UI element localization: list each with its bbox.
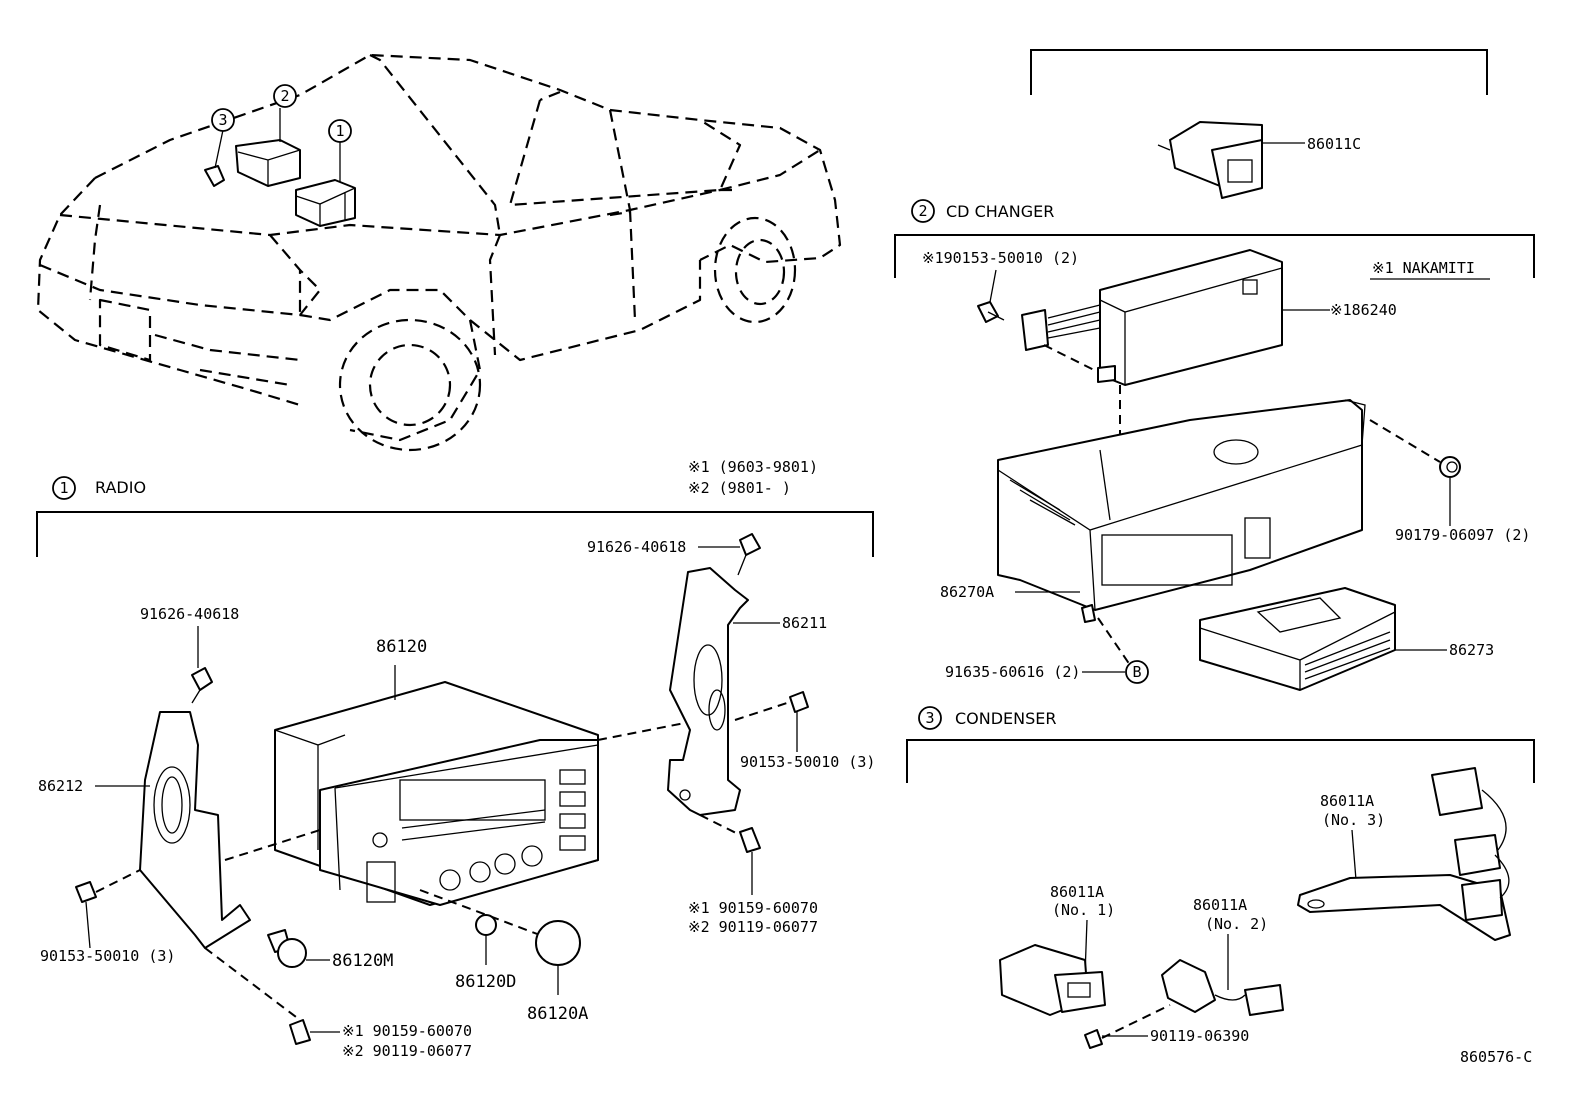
callout-number: 1	[59, 479, 68, 497]
vehicle-outline: 1 2 3	[36, 53, 842, 452]
callout-circle-3	[211, 108, 235, 132]
callout-number: 1	[335, 122, 344, 140]
callout-circle-2	[273, 84, 297, 108]
part-number: 86120M	[332, 951, 393, 971]
callout-number: 3	[218, 111, 227, 129]
part-number: 90179-06097 (2)	[1395, 526, 1530, 544]
diagram-code: 860576-C	[1460, 1048, 1532, 1066]
legend-line-1: ※1 (9603-9801)	[688, 458, 818, 476]
part-sub-label: (No. 2)	[1205, 915, 1268, 933]
callout-circle-3	[918, 706, 942, 730]
part-number: 86120D	[455, 972, 516, 992]
section-title-condenser: CONDENSER	[955, 709, 1057, 728]
callout-letter: B	[1132, 663, 1141, 681]
part-number: 90153-50010 (3)	[40, 947, 175, 965]
part-number: ※2 90119-06077	[342, 1042, 472, 1060]
part-number: ※1 90159-60070	[688, 899, 818, 917]
part-number: 90153-50010 (3)	[740, 753, 875, 771]
part-number: 90119-06390	[1150, 1027, 1249, 1045]
callout-number: 3	[925, 709, 934, 727]
part-number: 86011C	[1307, 135, 1361, 153]
legend-line-2: ※2 (9801- )	[688, 479, 791, 497]
callout-number: 2	[918, 202, 927, 220]
callout-circle-b	[1125, 660, 1149, 684]
part-sub-label: (No. 3)	[1322, 811, 1385, 829]
part-number: 86270A	[940, 583, 994, 601]
part-number: 86011A	[1050, 883, 1104, 901]
part-number: 86120	[376, 637, 427, 657]
callout-circle-2	[911, 199, 935, 223]
section-title-radio: RADIO	[95, 478, 146, 497]
note-nakamiti: ※1 NAKAMITI	[1372, 259, 1475, 277]
part-number: 86011A	[1320, 792, 1374, 810]
part-number: 91626-40618	[587, 538, 686, 556]
callout-number: 2	[280, 87, 289, 105]
part-number: ※190153-50010 (2)	[922, 249, 1079, 267]
part-sub-label: (No. 1)	[1052, 901, 1115, 919]
condenser-section: 3 CONDENSER 86011A (No. 3) 86011A (No. 1…	[906, 706, 1535, 1049]
part-number: 86120A	[527, 1004, 588, 1024]
callout-circle-1	[328, 119, 352, 143]
part-number: 86273	[1449, 641, 1494, 659]
part-number: 91626-40618	[140, 605, 239, 623]
part-number: 86211	[782, 614, 827, 632]
cd-changer-section: 2 CD CHANGER ※190153-50010 (2) ※1 NAKAMI…	[894, 199, 1535, 691]
callout-circle-1	[52, 476, 76, 500]
part-number: ※1 90159-60070	[342, 1022, 472, 1040]
section-title-cd-changer: CD CHANGER	[946, 202, 1054, 221]
radio-section: 1 RADIO ※1 (9603-9801) ※2 (9801- ) 86120…	[36, 458, 875, 1060]
relay-group-86011c: 86011C	[1030, 49, 1488, 199]
part-number: 86011A	[1193, 896, 1247, 914]
part-number: 86212	[38, 777, 83, 795]
part-number: ※2 90119-06077	[688, 918, 818, 936]
part-number: 91635-60616 (2)	[945, 663, 1080, 681]
part-number: ※186240	[1330, 301, 1397, 319]
